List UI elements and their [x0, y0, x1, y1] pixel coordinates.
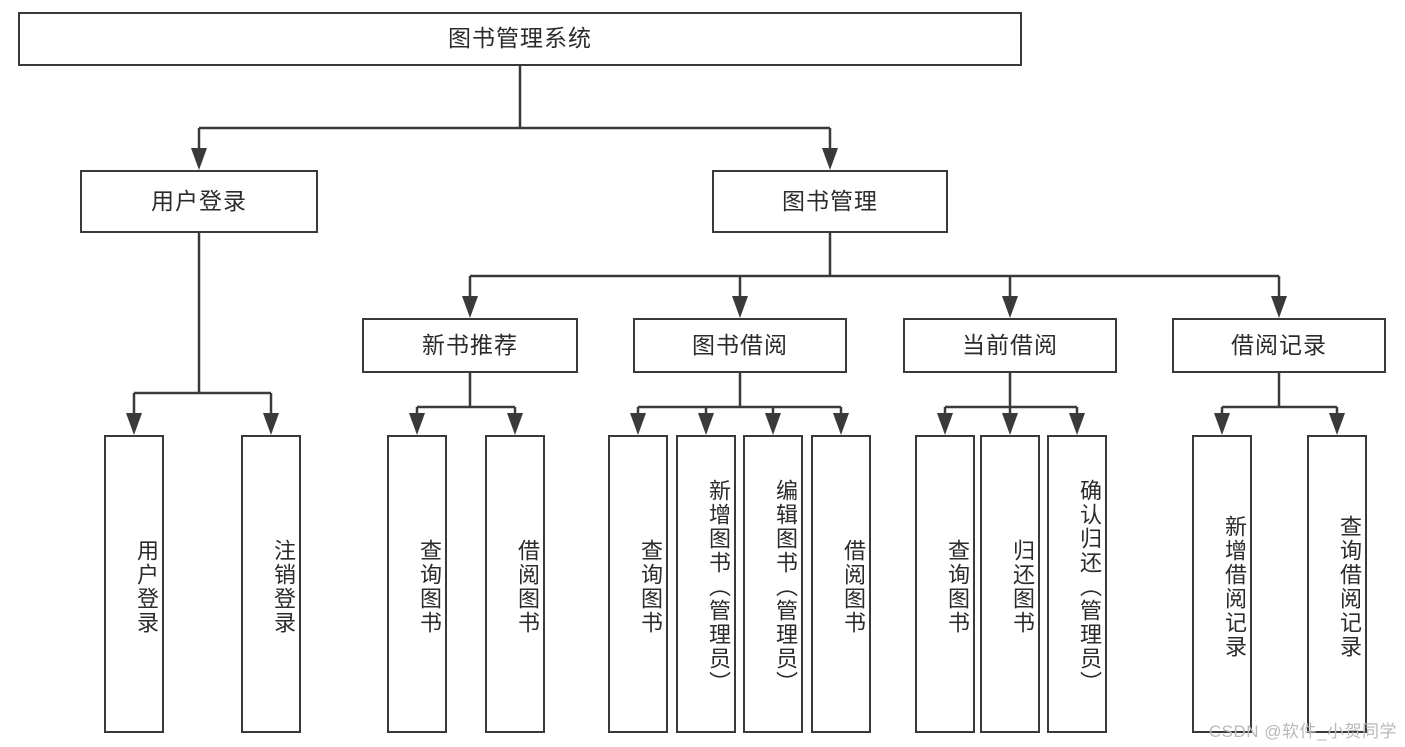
node-label: 当前借阅 — [962, 331, 1058, 358]
node-label: 归还图书 — [1010, 539, 1035, 635]
node-label: 查询图书 — [417, 539, 442, 635]
node-label: 用户登录 — [134, 539, 159, 635]
node-label: 确认归还（管理员） — [1077, 479, 1102, 695]
node-leaf-add-book[interactable]: 新增图书（管理员） — [676, 435, 736, 733]
node-new-book-rec[interactable]: 新书推荐 — [362, 318, 578, 373]
node-label: 图书管理 — [782, 187, 878, 214]
node-book-manage[interactable]: 图书管理 — [712, 170, 948, 233]
node-label: 新增借阅记录 — [1222, 515, 1247, 659]
node-label: 新增图书（管理员） — [706, 479, 731, 695]
watermark: CSDN @软件_小贺同学 — [1208, 722, 1397, 741]
node-current-borrow[interactable]: 当前借阅 — [903, 318, 1117, 373]
node-leaf-add-rec[interactable]: 新增借阅记录 — [1192, 435, 1252, 733]
arrowhead — [1002, 296, 1018, 318]
node-label: 查询图书 — [945, 539, 970, 635]
arrowhead — [191, 148, 207, 170]
node-leaf-borrow-2[interactable]: 借阅图书 — [811, 435, 871, 733]
node-label: 图书管理系统 — [448, 25, 592, 52]
arrowhead — [630, 413, 646, 435]
node-leaf-return[interactable]: 归还图书 — [980, 435, 1040, 733]
arrowhead — [732, 296, 748, 318]
node-borrow-record[interactable]: 借阅记录 — [1172, 318, 1386, 373]
node-leaf-confirm[interactable]: 确认归还（管理员） — [1047, 435, 1107, 733]
arrowhead — [409, 413, 425, 435]
arrowhead — [698, 413, 714, 435]
arrowhead — [765, 413, 781, 435]
node-label: 查询图书 — [638, 539, 663, 635]
node-label: 图书借阅 — [692, 331, 788, 358]
node-leaf-logout[interactable]: 注销登录 — [241, 435, 301, 733]
node-label: 借阅记录 — [1231, 331, 1327, 358]
arrowhead — [1069, 413, 1085, 435]
arrowhead — [937, 413, 953, 435]
node-label: 新书推荐 — [422, 331, 518, 358]
node-label: 借阅图书 — [841, 539, 866, 635]
node-label: 查询借阅记录 — [1337, 515, 1362, 659]
arrowhead — [263, 413, 279, 435]
node-leaf-query-2[interactable]: 查询图书 — [608, 435, 668, 733]
node-leaf-edit-book[interactable]: 编辑图书（管理员） — [743, 435, 803, 733]
node-label: 用户登录 — [151, 187, 247, 214]
node-leaf-query-1[interactable]: 查询图书 — [387, 435, 447, 733]
arrowhead — [833, 413, 849, 435]
arrowhead — [1002, 413, 1018, 435]
node-leaf-query-rec[interactable]: 查询借阅记录 — [1307, 435, 1367, 733]
arrowhead — [126, 413, 142, 435]
node-leaf-user-login[interactable]: 用户登录 — [104, 435, 164, 733]
arrowhead — [507, 413, 523, 435]
node-book-borrow[interactable]: 图书借阅 — [633, 318, 847, 373]
arrowhead — [822, 148, 838, 170]
arrowhead — [462, 296, 478, 318]
node-label: 编辑图书（管理员） — [773, 479, 798, 695]
arrowhead — [1214, 413, 1230, 435]
node-leaf-query-3[interactable]: 查询图书 — [915, 435, 975, 733]
node-leaf-borrow-1[interactable]: 借阅图书 — [485, 435, 545, 733]
node-user-login[interactable]: 用户登录 — [80, 170, 318, 233]
arrowhead — [1271, 296, 1287, 318]
arrowhead — [1329, 413, 1345, 435]
node-label: 借阅图书 — [515, 539, 540, 635]
node-label: 注销登录 — [271, 539, 296, 635]
node-root[interactable]: 图书管理系统 — [18, 12, 1022, 66]
